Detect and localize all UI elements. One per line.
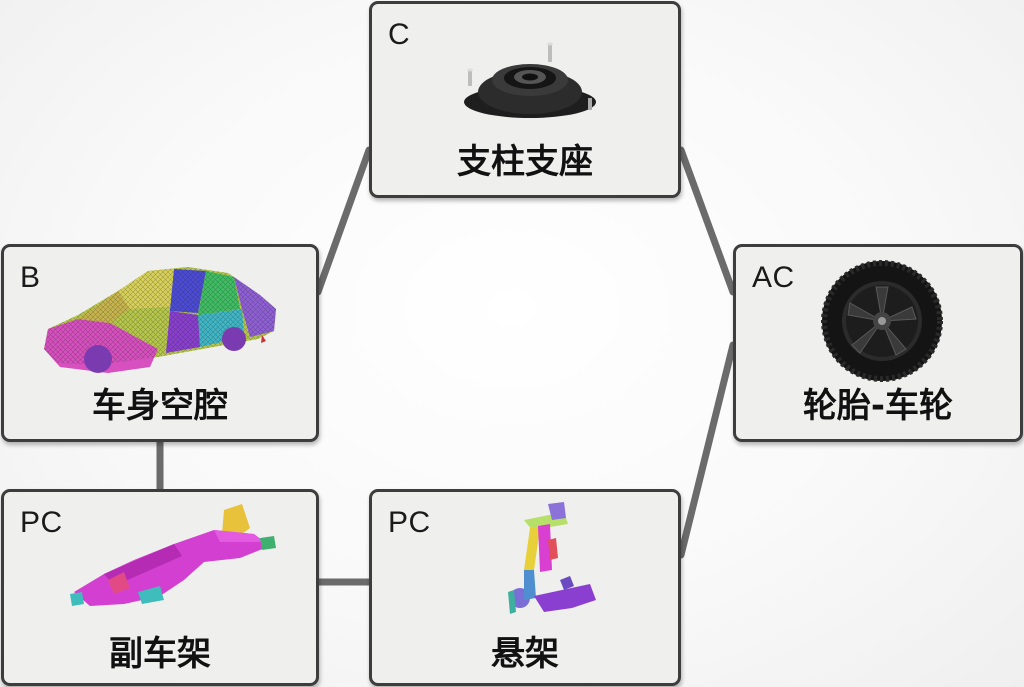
node-tag: C bbox=[388, 18, 411, 51]
link-c-ac bbox=[677, 146, 737, 296]
link-ac-pr bbox=[677, 341, 737, 559]
node-car-body-cavity[interactable]: B 车身空腔 bbox=[1, 244, 319, 442]
node-suspension[interactable]: PC 悬架 bbox=[369, 489, 681, 686]
node-strut-mount[interactable]: C 支柱支座 bbox=[369, 1, 681, 198]
tire-wheel-icon bbox=[821, 260, 943, 382]
node-tag: PC bbox=[388, 506, 431, 539]
node-subframe[interactable]: PC 副车架 bbox=[1, 489, 319, 686]
node-label: 车身空腔 bbox=[92, 386, 228, 426]
node-label: 悬架 bbox=[491, 634, 559, 674]
node-tag: AC bbox=[752, 261, 795, 294]
car-body-mesh-icon bbox=[44, 267, 276, 373]
node-label: 副车架 bbox=[109, 634, 211, 674]
suspension-icon bbox=[508, 502, 596, 614]
node-tag: B bbox=[20, 261, 41, 294]
node-label: 轮胎-车轮 bbox=[802, 386, 954, 426]
strut-mount-icon bbox=[464, 42, 596, 118]
node-label: 支柱支座 bbox=[457, 142, 593, 182]
node-tag: PC bbox=[20, 506, 63, 539]
subframe-icon bbox=[70, 504, 276, 606]
link-b-c bbox=[314, 146, 373, 296]
node-tire-wheel[interactable]: AC 轮胎-车轮 bbox=[733, 244, 1023, 442]
